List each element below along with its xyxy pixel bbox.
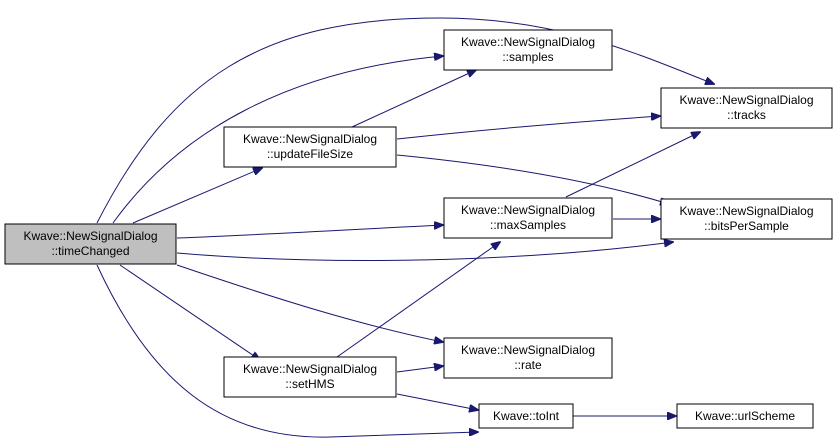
node-urlscheme-label: Kwave::urlScheme <box>695 409 795 423</box>
node-tracks[interactable]: Kwave::NewSignalDialog ::tracks <box>660 87 833 129</box>
edge-updatefilesize-tracks <box>396 116 660 140</box>
edge-timechanged-tracks <box>96 17 714 224</box>
node-tracks-line1: Kwave::NewSignalDialog <box>679 93 813 107</box>
node-bitspersample-line1: Kwave::NewSignalDialog <box>679 204 813 218</box>
node-maxsamples-line1: Kwave::NewSignalDialog <box>461 203 595 217</box>
edge-timechanged-samples <box>112 56 443 224</box>
node-tracks-line2: ::tracks <box>727 108 766 122</box>
node-rate[interactable]: Kwave::NewSignalDialog ::rate <box>443 337 613 379</box>
node-timechanged[interactable]: Kwave::NewSignalDialog ::timeChanged <box>4 223 177 265</box>
node-bitspersample[interactable]: Kwave::NewSignalDialog ::bitsPerSample <box>660 198 833 240</box>
node-sethms[interactable]: Kwave::NewSignalDialog ::setHMS <box>223 356 397 398</box>
node-urlscheme[interactable]: Kwave::urlScheme <box>676 403 814 429</box>
node-rate-line1: Kwave::NewSignalDialog <box>461 343 595 357</box>
edge-sethms-maxsamples <box>336 242 500 358</box>
node-toint-label: Kwave::toInt <box>493 409 560 423</box>
node-timechanged-line2: ::timeChanged <box>51 244 129 258</box>
node-sethms-line2: ::setHMS <box>285 377 334 391</box>
edge-sethms-rate <box>396 366 443 373</box>
node-rate-line2: ::rate <box>514 358 542 372</box>
node-updatefilesize-line1: Kwave::NewSignalDialog <box>243 132 377 146</box>
edge-timechanged-sethms <box>119 264 260 360</box>
node-toint[interactable]: Kwave::toInt <box>478 403 574 429</box>
node-samples-line2: ::samples <box>502 50 553 64</box>
edge-timechanged-rate <box>176 264 443 342</box>
edge-timechanged-updatefilesize <box>132 168 262 224</box>
node-bitspersample-line2: ::bitsPerSample <box>704 219 789 233</box>
edge-updatefilesize-bitspersample <box>396 154 669 204</box>
node-timechanged-line1: Kwave::NewSignalDialog <box>23 229 157 243</box>
edge-timechanged-bitspersample <box>176 242 673 262</box>
node-updatefilesize-line2: ::updateFileSize <box>267 147 353 161</box>
edge-timechanged-maxsamples <box>176 225 443 239</box>
edge-updatefilesize-samples <box>351 70 476 128</box>
node-maxsamples[interactable]: Kwave::NewSignalDialog ::maxSamples <box>443 197 613 239</box>
edge-timechanged-toint <box>96 264 478 438</box>
node-updatefilesize[interactable]: Kwave::NewSignalDialog ::updateFileSize <box>223 126 397 168</box>
edge-maxsamples-tracks <box>565 132 700 198</box>
edge-sethms-toint <box>396 393 478 410</box>
node-samples[interactable]: Kwave::NewSignalDialog ::samples <box>443 29 613 71</box>
node-samples-line1: Kwave::NewSignalDialog <box>461 35 595 49</box>
node-maxsamples-line2: ::maxSamples <box>490 218 566 232</box>
node-sethms-line1: Kwave::NewSignalDialog <box>243 362 377 376</box>
